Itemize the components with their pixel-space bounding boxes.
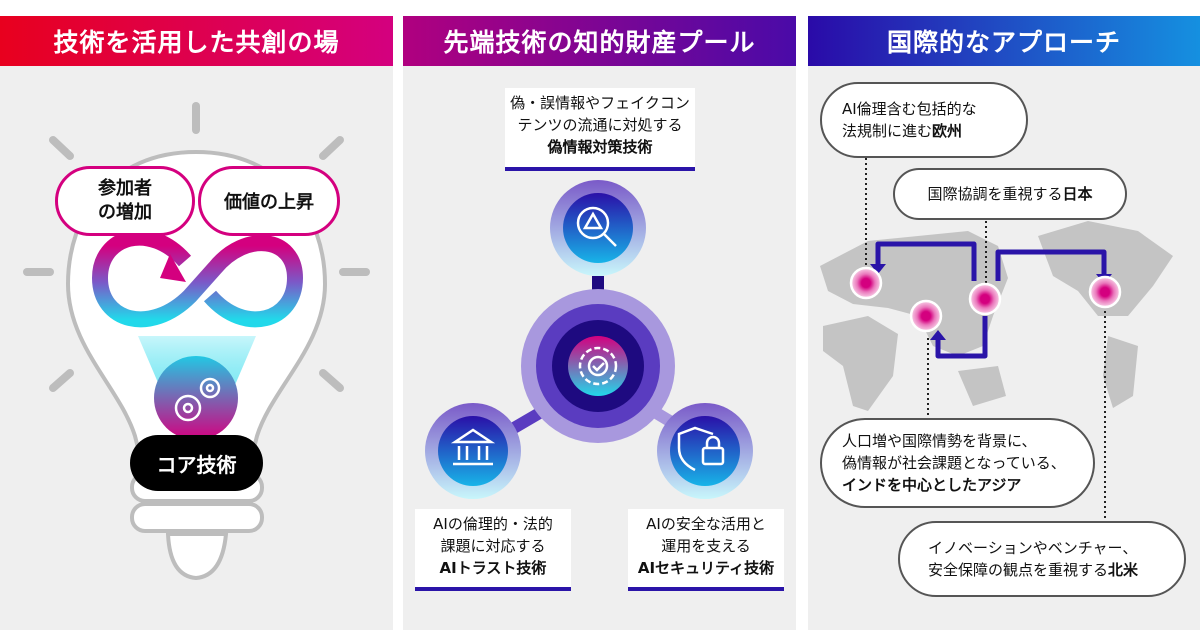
europe-marker	[849, 266, 883, 300]
panel-header: 国際的なアプローチ	[808, 16, 1200, 66]
panel-ip-pool: 先端技術の知的財産プール 偽・誤情報やフェイクコンテンツの流通に対処する偽情報対…	[403, 16, 796, 630]
tech-network-diagram	[425, 180, 753, 499]
box-line: テンツの流通に対処する	[517, 116, 683, 134]
japan-bubble: 国際協調を重視する日本	[893, 168, 1127, 220]
panel-header: 技術を活用した共創の場	[0, 16, 393, 66]
participants-increase-bubble: 参加者の増加	[55, 166, 195, 236]
panel-header: 先端技術の知的財産プール	[403, 16, 796, 66]
box-line: AIの安全な活用と	[646, 515, 766, 533]
japan-marker	[968, 282, 1002, 316]
box-title: AIトラスト技術	[439, 559, 547, 577]
bubble-line: 参加者	[98, 178, 152, 199]
region-name: インドを中心としたアジア	[842, 476, 1022, 494]
bubble-line: 偽情報が社会課題となっている、	[842, 454, 1066, 472]
box-line: 運用を支える	[661, 537, 751, 555]
lightbulb-icon	[23, 102, 370, 581]
europe-bubble: AI倫理含む包括的な法規制に進む欧州	[820, 82, 1028, 158]
bubble-line: の増加	[98, 202, 152, 223]
disinfo-tech-box: 偽・誤情報やフェイクコンテンツの流通に対処する偽情報対策技術	[505, 88, 695, 171]
gears-icon	[174, 377, 221, 422]
value-rise-bubble: 価値の上昇	[198, 166, 340, 236]
panel-title: 技術を活用した共創の場	[53, 28, 340, 57]
asia-bubble: 人口増や国際情勢を背景に、偽情報が社会課題となっている、インドを中心としたアジア	[820, 418, 1095, 508]
core-technology-label: コア技術	[130, 435, 263, 491]
bubble-line: 国際協調を重視する	[927, 185, 1063, 203]
region-name: 欧州	[932, 122, 963, 140]
bubble-line: 法規制に進む	[842, 122, 933, 140]
panel-title: 国際的なアプローチ	[886, 28, 1121, 57]
bubble-line: AI倫理含む包括的な	[842, 100, 977, 118]
ai-trust-tech-box: AIの倫理的・法的課題に対応する AIトラスト技術	[415, 509, 571, 591]
gear-check-icon	[578, 346, 618, 386]
warning-search-icon	[576, 206, 617, 247]
panel-co-creation: 技術を活用した共創の場 参加者の増加 価値の上昇 コア技術	[0, 16, 393, 630]
bubble-line: 安全保障の観点を重視する	[928, 561, 1109, 579]
infinity-icon	[91, 229, 304, 328]
bubble-line: 人口増や国際情勢を背景に、	[842, 432, 1037, 450]
box-title: 偽情報対策技術	[547, 138, 653, 156]
box-line: 偽・誤情報やフェイクコン	[510, 94, 690, 112]
box-title: AIセキュリティ技術	[637, 559, 775, 577]
ai-security-tech-box: AIの安全な活用と運用を支える AIセキュリティ技術	[628, 509, 784, 591]
panel-title: 先端技術の知的財産プール	[443, 28, 756, 57]
panel-international: 国際的なアプローチ AI倫理含む包括的な法規制に進む欧州 国際協調を重視する日本…	[808, 16, 1200, 630]
north-america-marker	[1088, 275, 1122, 309]
north-america-bubble: イノベーションやベンチャー、安全保障の観点を重視する北米	[898, 521, 1186, 597]
region-name: 日本	[1062, 185, 1093, 203]
box-line: AIの倫理的・法的	[433, 515, 553, 533]
bubble-text: 価値の上昇	[224, 192, 314, 213]
core-text: コア技術	[156, 452, 237, 477]
bubble-line: イノベーションやベンチャー、	[928, 539, 1138, 557]
box-line: 課題に対応する	[440, 537, 546, 555]
shield-lock-icon	[677, 426, 725, 472]
world-map	[820, 158, 1173, 521]
region-name: 北米	[1108, 561, 1139, 579]
bank-icon	[450, 428, 496, 466]
india-marker	[909, 299, 943, 333]
